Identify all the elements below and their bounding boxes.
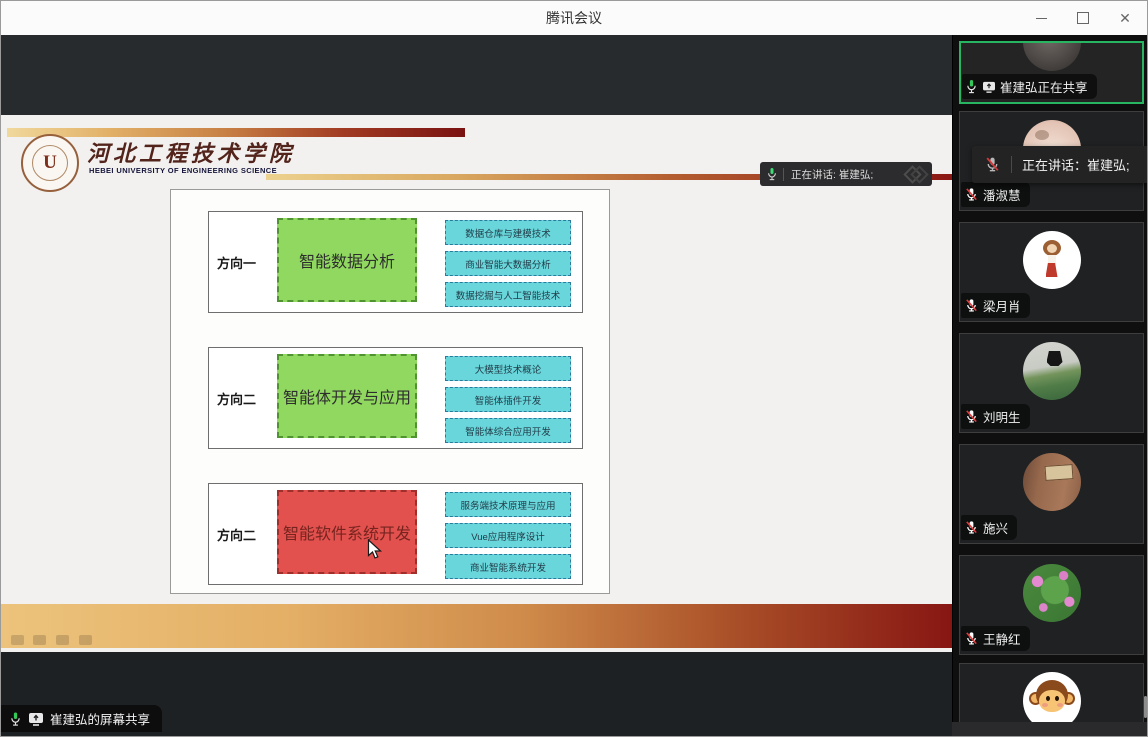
avatar [1022,43,1081,71]
participant-name: 潘淑慧 [983,189,1021,203]
maximize-icon [1077,12,1089,24]
course-box[interactable]: 服务端技术原理与应用 [445,492,571,517]
participant-name-badge: 崔建弘正在共享 [962,74,1097,99]
major-box[interactable]: 智能体开发与应用 [277,354,417,438]
minimize-icon [1035,17,1047,19]
participant-name-badge: 潘淑慧 [961,182,1030,207]
participant-name: 王静红 [983,633,1021,647]
screen-share-label: 崔建弘的屏幕共享 [1,705,163,732]
mic-muted-icon [964,409,979,424]
direction-label: 方向二 [217,391,257,407]
mic-active-icon [965,79,978,94]
participant-name-badge: 施兴 [961,515,1018,540]
participant-name-badge: 刘明生 [961,404,1030,429]
watermark-logo-icon [903,164,929,184]
course-box[interactable]: Vue应用程序设计 [445,523,571,548]
participant-name: 刘明生 [983,411,1021,425]
faint-toolbar-icon [56,635,69,645]
course-box[interactable]: 商业智能系统开发 [445,554,571,579]
mic-muted-icon [964,187,979,202]
direction-block-2: 方向二 智能体开发与应用 大模型技术概论 智能体插件开发 智能体综合应用开发 [208,347,583,449]
seal-emblem: U [32,145,68,181]
slide-thin-gradient-line [266,174,952,180]
participant-tile[interactable]: 梁月肖 [959,222,1144,322]
course-box[interactable]: 数据挖掘与人工智能技术 [445,282,571,307]
faint-toolbar-icon [79,635,92,645]
course-box[interactable]: 智能体插件开发 [445,387,571,412]
share-label-text: 崔建弘的屏幕共享 [50,713,151,727]
mic-muted-icon [964,520,979,535]
mic-active-icon [766,167,778,181]
minimize-button[interactable] [1027,4,1055,32]
speaking-indicator-bar: 正在讲话: 崔建弘; [760,162,932,186]
direction-label: 方向二 [217,527,257,543]
avatar [1022,231,1081,289]
major-box[interactable]: 智能数据分析 [277,218,417,302]
university-name-en: HEBEI UNIVERSITY OF ENGINEERING SCIENCE [89,166,277,175]
participant-tile-sharing[interactable]: 崔建弘正在共享 [959,41,1144,104]
avatar [1022,453,1081,511]
screenshare-icon [982,81,996,93]
slide-bottom-gradient-bar [1,604,952,648]
title-bar[interactable]: 腾讯会议 ✕ [1,1,1147,35]
app-title: 腾讯会议 [546,10,602,26]
mic-muted-icon [984,156,1001,173]
major-box[interactable]: 智能软件系统开发 [277,490,417,574]
mic-muted-icon [964,298,979,313]
speaking-toast-text: 正在讲话：崔建弘; [1022,158,1130,173]
sidebar-scrollbar[interactable] [1144,696,1147,718]
participant-tile[interactable]: 王静红 [959,555,1144,655]
mic-active-icon [9,711,22,727]
university-seal: U [21,134,79,192]
direction-label: 方向一 [217,255,257,271]
maximize-button[interactable] [1069,4,1097,32]
participant-name-badge: 梁月肖 [961,293,1030,318]
course-box[interactable]: 商业智能大数据分析 [445,251,571,276]
participant-name: 施兴 [983,522,1009,536]
mouse-cursor-icon [367,538,383,566]
avatar [1022,342,1081,400]
speaking-indicator-text: 正在讲话: 崔建弘; [791,168,874,181]
participant-name-badge: 王静红 [961,626,1030,651]
participant-name: 崔建弘正在共享 [1000,81,1088,95]
university-name-cn: 河北工程技术学院 [87,141,296,166]
course-box[interactable]: 数据仓库与建模技术 [445,220,571,245]
speaking-toast: 正在讲话：崔建弘; [972,146,1147,183]
faint-toolbar-icon [11,635,24,645]
participant-tile[interactable]: 施兴 [959,444,1144,544]
sidebar-bottom-strip [952,722,1147,736]
close-icon: ✕ [1119,10,1131,26]
direction-block-3: 方向二 智能软件系统开发 服务端技术原理与应用 Vue应用程序设计 商业智能系统… [208,483,583,585]
close-button[interactable]: ✕ [1111,4,1139,32]
participant-tile[interactable] [959,663,1144,722]
screenshare-icon [28,712,44,726]
avatar [1022,672,1081,722]
divider [783,167,784,181]
mic-muted-icon [964,631,979,646]
participant-tile[interactable]: 刘明生 [959,333,1144,433]
slide-top-gradient-bar [7,128,465,137]
course-box[interactable]: 智能体综合应用开发 [445,418,571,443]
direction-block-1: 方向一 智能数据分析 数据仓库与建模技术 商业智能大数据分析 数据挖掘与人工智能… [208,211,583,313]
divider [1011,156,1012,173]
participant-name: 梁月肖 [983,300,1021,314]
avatar [1022,564,1081,622]
faint-toolbar-icon [33,635,46,645]
course-box[interactable]: 大模型技术概论 [445,356,571,381]
window-controls: ✕ [1027,1,1139,35]
